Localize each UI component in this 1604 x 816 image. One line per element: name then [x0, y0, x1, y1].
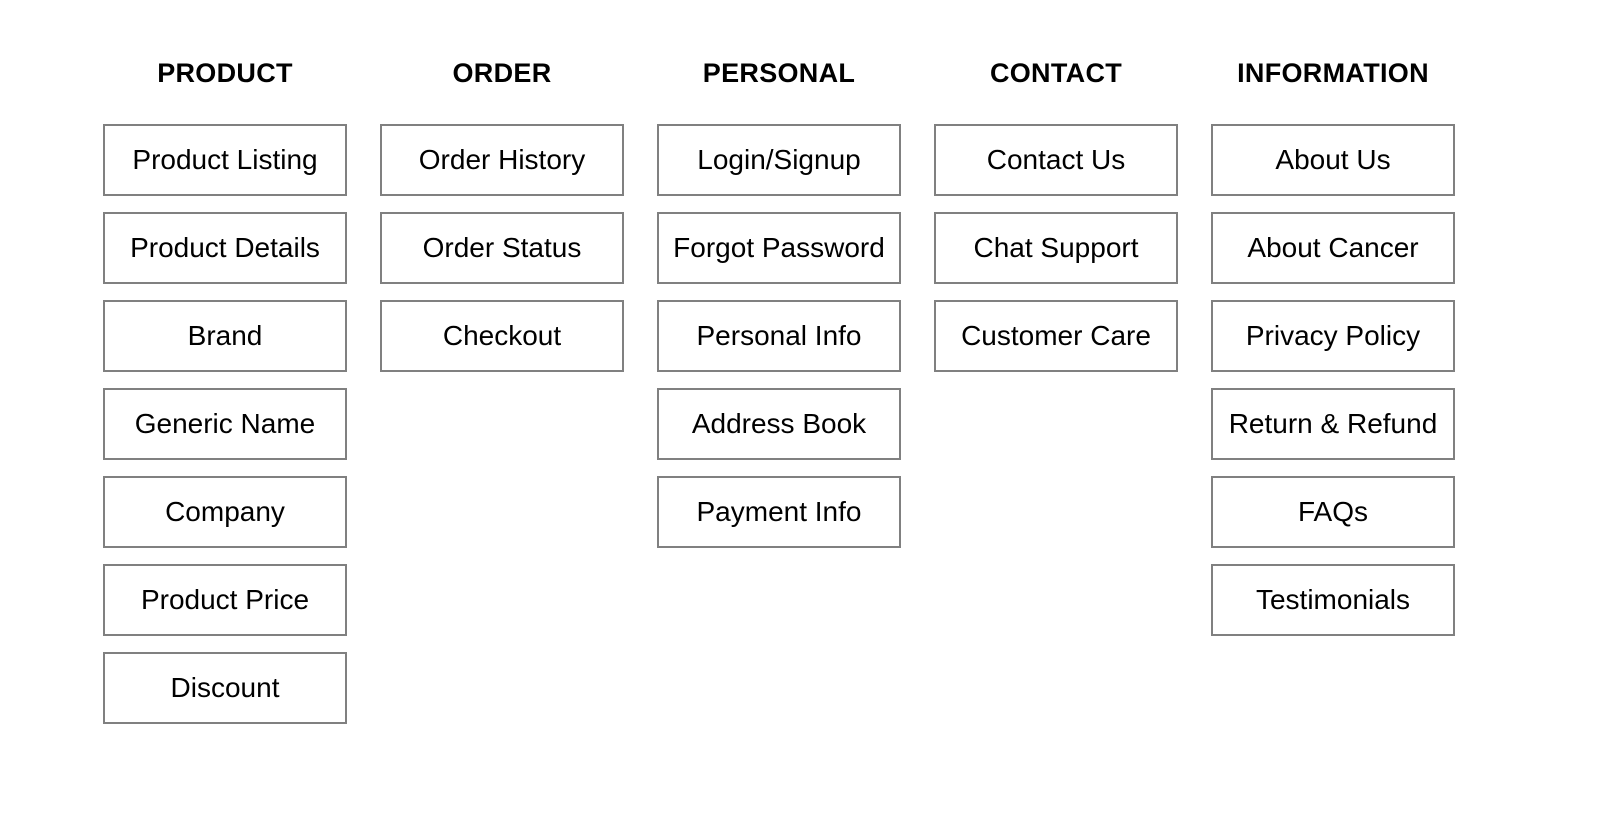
column-product: PRODUCT Product Listing Product Details … — [103, 59, 347, 740]
node-product-listing: Product Listing — [103, 124, 347, 196]
column-personal: PERSONAL Login/Signup Forgot Password Pe… — [657, 59, 901, 564]
node-address-book: Address Book — [657, 388, 901, 460]
column-header-information: INFORMATION — [1237, 58, 1429, 88]
column-header-contact: CONTACT — [989, 58, 1123, 88]
node-forgot-password: Forgot Password — [657, 212, 901, 284]
node-payment-info: Payment Info — [657, 476, 901, 548]
column-header-product: PRODUCT — [157, 58, 293, 88]
node-company: Company — [103, 476, 347, 548]
column-header-personal: PERSONAL — [702, 58, 856, 88]
node-contact-us: Contact Us — [934, 124, 1178, 196]
node-about-cancer: About Cancer — [1211, 212, 1455, 284]
node-product-price: Product Price — [103, 564, 347, 636]
node-order-status: Order Status — [380, 212, 624, 284]
node-login-signup: Login/Signup — [657, 124, 901, 196]
node-checkout: Checkout — [380, 300, 624, 372]
node-about-us: About Us — [1211, 124, 1455, 196]
node-generic-name: Generic Name — [103, 388, 347, 460]
node-return-refund: Return & Refund — [1211, 388, 1455, 460]
node-brand: Brand — [103, 300, 347, 372]
column-header-order: ORDER — [452, 58, 552, 88]
column-order: ORDER Order History Order Status Checkou… — [380, 59, 624, 388]
node-personal-info: Personal Info — [657, 300, 901, 372]
node-customer-care: Customer Care — [934, 300, 1178, 372]
node-discount: Discount — [103, 652, 347, 724]
sitemap-columns: PRODUCT Product Listing Product Details … — [103, 59, 1455, 740]
node-faqs: FAQs — [1211, 476, 1455, 548]
node-chat-support: Chat Support — [934, 212, 1178, 284]
node-product-details: Product Details — [103, 212, 347, 284]
column-contact: CONTACT Contact Us Chat Support Customer… — [934, 59, 1178, 388]
node-order-history: Order History — [380, 124, 624, 196]
column-information: INFORMATION About Us About Cancer Privac… — [1211, 59, 1455, 652]
node-privacy-policy: Privacy Policy — [1211, 300, 1455, 372]
node-testimonials: Testimonials — [1211, 564, 1455, 636]
